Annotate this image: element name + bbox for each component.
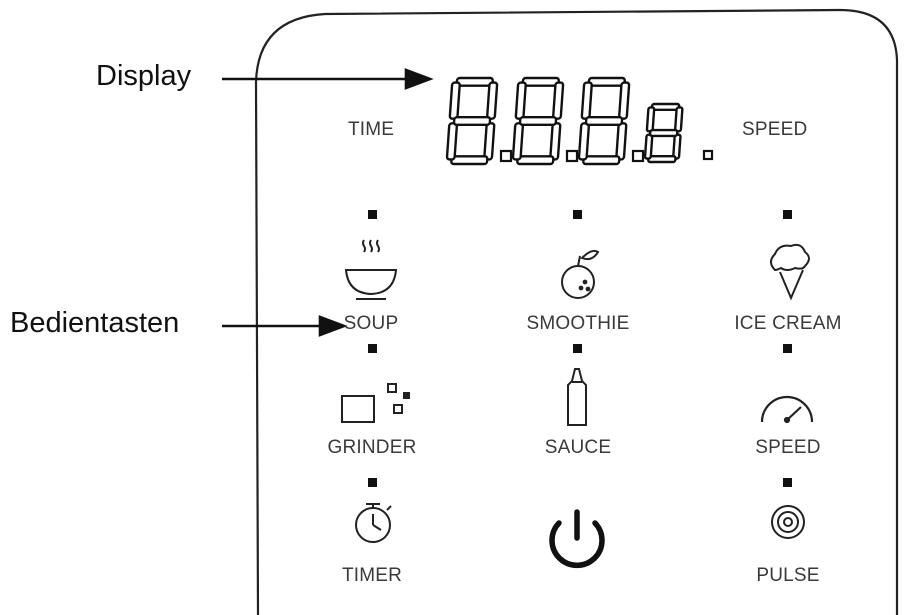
smoothie-label: SMOOTHIE xyxy=(526,313,630,334)
segment-3-4 xyxy=(577,122,591,161)
speedometer-icon xyxy=(760,395,814,424)
indicator-smoothie xyxy=(573,210,582,219)
segment-2-0 xyxy=(521,76,560,87)
segment-2-6 xyxy=(518,115,558,127)
stopwatch-icon xyxy=(355,503,392,543)
segment-1-0 xyxy=(455,76,494,87)
segment-3-5 xyxy=(580,81,593,120)
indicator-speed xyxy=(783,344,792,353)
segment-1-4 xyxy=(445,122,459,161)
decimal-point-3 xyxy=(631,149,645,163)
speed-button-label: SPEED xyxy=(755,437,821,458)
ice-cream-icon xyxy=(770,243,810,301)
time-label: TIME xyxy=(348,119,395,140)
grinder-button[interactable] xyxy=(320,370,424,466)
sauce-button[interactable] xyxy=(540,362,616,466)
soup-bowl-icon xyxy=(344,239,398,300)
indicator-timer xyxy=(368,478,377,487)
apple-icon xyxy=(561,249,600,299)
segment-3-1 xyxy=(618,81,631,120)
segment-4-3 xyxy=(647,155,677,164)
indicator-pulse xyxy=(783,478,792,487)
pulse-rings-icon xyxy=(771,505,805,539)
panel-outline xyxy=(254,8,899,615)
display-speed-label: SPEED xyxy=(742,119,808,140)
segment-3-6 xyxy=(584,115,624,127)
segment-4-6 xyxy=(648,128,679,138)
segment-2-4 xyxy=(511,122,525,161)
soup-label: SOUP xyxy=(343,313,399,334)
grinder-squares-icon xyxy=(341,383,410,423)
smoothie-button[interactable] xyxy=(520,240,636,340)
buttons-annotation: Bedientasten xyxy=(10,307,180,339)
pulse-label: PULSE xyxy=(756,565,820,586)
display-digit-2 xyxy=(511,76,565,166)
grinder-label: GRINDER xyxy=(327,437,417,458)
segment-2-3 xyxy=(516,155,555,166)
indicator-grinder xyxy=(368,344,377,353)
segment-4-2 xyxy=(672,133,682,160)
power-icon xyxy=(549,509,605,569)
segment-4-5 xyxy=(645,106,656,133)
segment-1-6 xyxy=(452,115,492,127)
decimal-point-4 xyxy=(702,149,714,161)
power-button[interactable] xyxy=(540,490,616,570)
segment-3-3 xyxy=(582,155,621,166)
segment-4-1 xyxy=(673,106,684,133)
ice-cream-label: ICE CREAM xyxy=(734,313,842,334)
segment-1-1 xyxy=(486,81,499,120)
segment-2-1 xyxy=(552,81,565,120)
display-annotation: Display xyxy=(96,60,192,92)
segment-1-5 xyxy=(448,81,461,120)
ice-cream-button[interactable] xyxy=(725,240,851,340)
speed-button[interactable] xyxy=(745,380,831,466)
segment-4-0 xyxy=(650,102,681,111)
pulse-button[interactable] xyxy=(745,495,831,595)
decimal-point-2 xyxy=(565,149,579,163)
decimal-point-1 xyxy=(499,149,513,163)
segment-4-4 xyxy=(643,133,654,160)
indicator-ice-cream xyxy=(783,210,792,219)
seven-segment-display xyxy=(445,76,714,166)
timer-label: TIMER xyxy=(341,565,403,586)
segment-1-2 xyxy=(483,122,496,161)
timer-button[interactable] xyxy=(335,495,411,595)
display-digit-4 xyxy=(643,102,684,164)
segment-1-3 xyxy=(450,155,489,166)
soup-button[interactable] xyxy=(330,240,415,340)
sauce-bottle-icon xyxy=(567,368,587,426)
segment-2-2 xyxy=(549,122,562,161)
indicator-soup xyxy=(368,210,377,219)
sauce-label: SAUCE xyxy=(544,437,612,458)
indicator-lights xyxy=(368,210,792,487)
display-digit-1 xyxy=(445,76,499,166)
display-arrow xyxy=(222,68,434,90)
display-digit-3 xyxy=(577,76,631,166)
indicator-sauce xyxy=(573,344,582,353)
segment-2-5 xyxy=(514,81,527,120)
segment-3-0 xyxy=(587,76,626,87)
buttons-arrow xyxy=(222,315,348,337)
segment-3-2 xyxy=(615,122,628,161)
